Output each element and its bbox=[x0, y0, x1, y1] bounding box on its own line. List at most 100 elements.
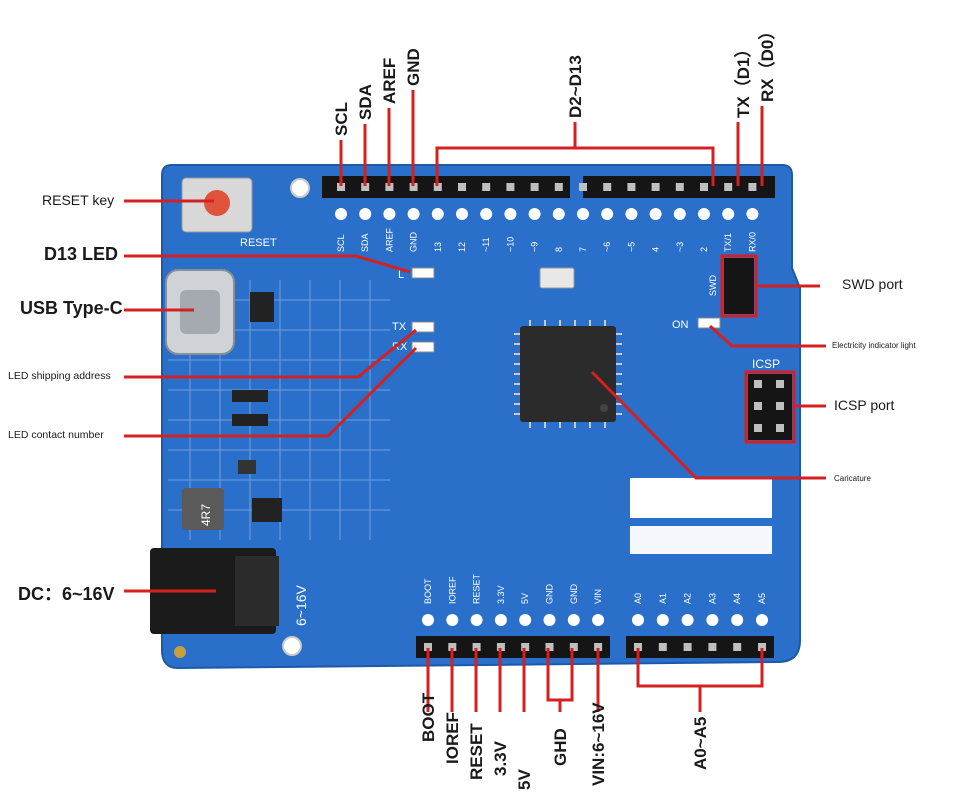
silk-power-pin-label: 5V bbox=[520, 593, 530, 604]
pin-pad bbox=[706, 614, 719, 626]
pin-pad bbox=[494, 614, 507, 626]
header-pin bbox=[521, 643, 530, 651]
led-l bbox=[411, 267, 435, 279]
header-pin bbox=[385, 183, 394, 191]
pin-pad bbox=[504, 208, 517, 220]
callout-lines bbox=[124, 90, 826, 712]
silk-top-pin-label: ~9 bbox=[530, 242, 540, 252]
silk-rx: RX bbox=[392, 341, 408, 353]
top-header-left bbox=[322, 176, 570, 198]
reset-pin-label: RESET bbox=[467, 723, 486, 780]
silk-top-pin-label: SDA bbox=[360, 233, 370, 252]
silk-top-pin-label: AREF bbox=[384, 227, 394, 252]
led-on bbox=[697, 317, 721, 329]
v5-label: 5V bbox=[515, 769, 534, 790]
pin-pad bbox=[446, 614, 459, 626]
pin-pad bbox=[519, 614, 532, 626]
pin-pad bbox=[422, 614, 434, 626]
mount-hole bbox=[174, 646, 186, 658]
silk-top-pin-label: GND bbox=[409, 232, 419, 253]
usb-typec-label: USB Type-C bbox=[20, 298, 123, 318]
silk-icsp: ICSP bbox=[752, 357, 780, 371]
reset-key-label: RESET key bbox=[42, 192, 115, 208]
silk-inductor: 4R7 bbox=[199, 504, 213, 526]
silk-power-pin-label: GND bbox=[545, 584, 555, 605]
pin-pad bbox=[673, 208, 686, 220]
header-pin bbox=[554, 183, 563, 191]
pin-pad bbox=[681, 614, 694, 626]
pin-pad bbox=[528, 208, 541, 220]
bottom-header-analog bbox=[626, 636, 774, 658]
mcu-label: Caricature bbox=[834, 474, 871, 483]
a0-a5-label: A0~A5 bbox=[691, 716, 710, 770]
silk-top-pin-label: 8 bbox=[554, 247, 564, 252]
pin-pad bbox=[649, 208, 662, 220]
pin-pad bbox=[577, 208, 589, 220]
pin-pad bbox=[543, 614, 556, 626]
header-pin bbox=[569, 643, 578, 651]
pin-pad bbox=[592, 614, 605, 626]
silk-top-pin-label: 12 bbox=[457, 242, 467, 252]
silk-top-pin-label: 13 bbox=[433, 242, 443, 252]
header-pin bbox=[627, 183, 636, 191]
scl-label: SCL bbox=[332, 102, 351, 136]
pin-pad bbox=[698, 208, 710, 220]
silk-power-pin-label: 3.3V bbox=[496, 585, 506, 604]
mount-hole bbox=[290, 178, 310, 198]
mount-hole bbox=[282, 636, 302, 656]
header-pin bbox=[506, 183, 515, 191]
silk-analog-pin-label: A3 bbox=[707, 593, 717, 604]
header-pin bbox=[579, 183, 587, 191]
silk-top-pin-label: 2 bbox=[699, 247, 709, 252]
header-pin bbox=[708, 643, 717, 651]
aref-label: AREF bbox=[380, 57, 399, 104]
boot-label: BOOT bbox=[419, 692, 438, 742]
silk-power-pin-label: BOOT bbox=[423, 578, 433, 604]
led-contact-label: LED contact number bbox=[8, 429, 104, 441]
header-pin bbox=[496, 643, 505, 651]
rx-d0-label: RX（D0） bbox=[758, 22, 777, 102]
crystal bbox=[539, 267, 575, 289]
header-pin bbox=[472, 643, 481, 651]
header-pin bbox=[700, 183, 708, 191]
gnd-top-label: GND bbox=[404, 48, 423, 86]
d2-d13-label: D2~D13 bbox=[566, 55, 585, 118]
pin-pad bbox=[722, 208, 735, 220]
header-pin bbox=[448, 643, 457, 651]
silk-top-pin-label: TX/1 bbox=[723, 233, 733, 252]
led-rx bbox=[411, 341, 435, 353]
silk-reset: RESET bbox=[240, 237, 277, 249]
header-pin bbox=[458, 183, 466, 191]
header-pin bbox=[409, 183, 418, 191]
pin-pad bbox=[756, 614, 768, 626]
header-pin bbox=[683, 643, 692, 651]
silk-swd: SWD bbox=[708, 275, 718, 296]
silk-top-pin-label: ~6 bbox=[602, 242, 612, 252]
header-pin bbox=[545, 643, 554, 651]
header-pin bbox=[658, 643, 667, 651]
silk-l: L bbox=[398, 269, 404, 281]
v33-label: 3.3V bbox=[491, 741, 510, 776]
ioref-label: IOREF bbox=[443, 712, 462, 764]
header-pin bbox=[651, 183, 660, 191]
silk-top-pin-label: RX/0 bbox=[747, 232, 757, 252]
led-shipping-label: LED shipping address bbox=[8, 370, 111, 382]
header-pin bbox=[361, 183, 370, 191]
pin-pad bbox=[731, 614, 744, 626]
silk-top-pin-label: ~11 bbox=[481, 237, 491, 252]
silk-analog-pin-label: A2 bbox=[683, 593, 693, 604]
pin-pad bbox=[632, 614, 644, 626]
header-pin bbox=[594, 643, 603, 651]
header-pin bbox=[724, 183, 733, 191]
pin-pad bbox=[456, 208, 468, 220]
silk-block bbox=[630, 526, 772, 554]
pin-pad bbox=[359, 208, 372, 220]
pin-pad bbox=[335, 208, 347, 220]
header-pin bbox=[733, 643, 742, 651]
reset-key-button bbox=[204, 190, 230, 216]
sda-label: SDA bbox=[356, 84, 375, 120]
